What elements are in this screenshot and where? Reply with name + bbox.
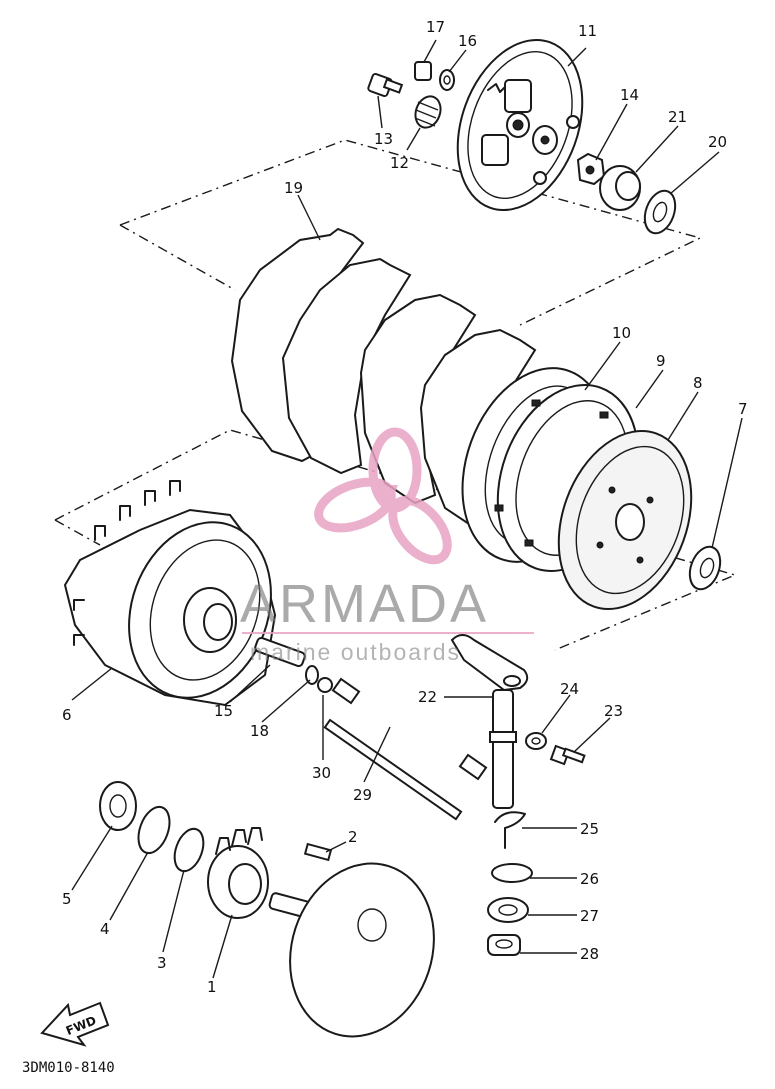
- part-label-12: 12: [390, 154, 409, 172]
- part-label-19: 19: [284, 179, 303, 197]
- watermark-rule: [242, 632, 534, 634]
- part-label-4: 4: [100, 920, 110, 938]
- part-label-13: 13: [374, 130, 393, 148]
- clutch-housing: [63, 480, 277, 707]
- pressure-plate-fasteners: [367, 61, 455, 129]
- part-label-17: 17: [426, 18, 445, 36]
- part-label-29: 29: [353, 786, 372, 804]
- screw-and-washer: [525, 732, 586, 766]
- push-lever-shaft: [450, 634, 529, 809]
- watermark-tagline: marine outboards: [250, 639, 461, 665]
- watermark-brand: ARMADA: [240, 574, 489, 634]
- armada-logo-icon: [314, 427, 452, 565]
- lock-washer-7: [688, 545, 722, 591]
- pressure-plate: [456, 38, 584, 212]
- part-label-10: 10: [612, 324, 631, 342]
- part-label-7: 7: [738, 400, 748, 418]
- part-label-26: 26: [580, 870, 599, 888]
- friction-plates: [230, 227, 537, 530]
- leader-lines: [71, 39, 743, 979]
- part-label-11: 11: [578, 22, 597, 40]
- part-label-9: 9: [656, 352, 666, 370]
- push-plate-group: [576, 152, 677, 235]
- forward-direction-arrow: FWD: [40, 1001, 110, 1047]
- part-label-22: 22: [418, 688, 437, 706]
- part-label-27: 27: [580, 907, 599, 925]
- lower-shaft-parts: [487, 811, 533, 956]
- part-label-20: 20: [708, 133, 727, 151]
- primary-drive-group: [99, 781, 435, 1038]
- part-label-15: 15: [214, 702, 233, 720]
- part-label-5: 5: [62, 890, 72, 908]
- part-label-14: 14: [620, 86, 639, 104]
- part-label-6: 6: [62, 706, 72, 724]
- part-label-16: 16: [458, 32, 477, 50]
- primary-driven-gear: [557, 429, 693, 611]
- push-rod-group: [254, 636, 488, 821]
- part-label-1: 1: [207, 978, 217, 996]
- part-number-labels: 17 16 11 14 21 20 13 12 19 10 9 8 7 6 15…: [62, 18, 748, 996]
- part-label-23: 23: [604, 702, 623, 720]
- part-label-28: 28: [580, 945, 599, 963]
- part-label-25: 25: [580, 820, 599, 838]
- part-label-18: 18: [250, 722, 269, 740]
- part-label-8: 8: [693, 374, 703, 392]
- part-label-30: 30: [312, 764, 331, 782]
- part-label-24: 24: [560, 680, 579, 698]
- armada-watermark: ARMADA marine outboards: [240, 427, 534, 665]
- part-label-3: 3: [157, 954, 167, 972]
- part-label-2: 2: [348, 828, 358, 846]
- drawing-code: 3DM010-8140: [22, 1060, 115, 1076]
- part-label-21: 21: [668, 108, 687, 126]
